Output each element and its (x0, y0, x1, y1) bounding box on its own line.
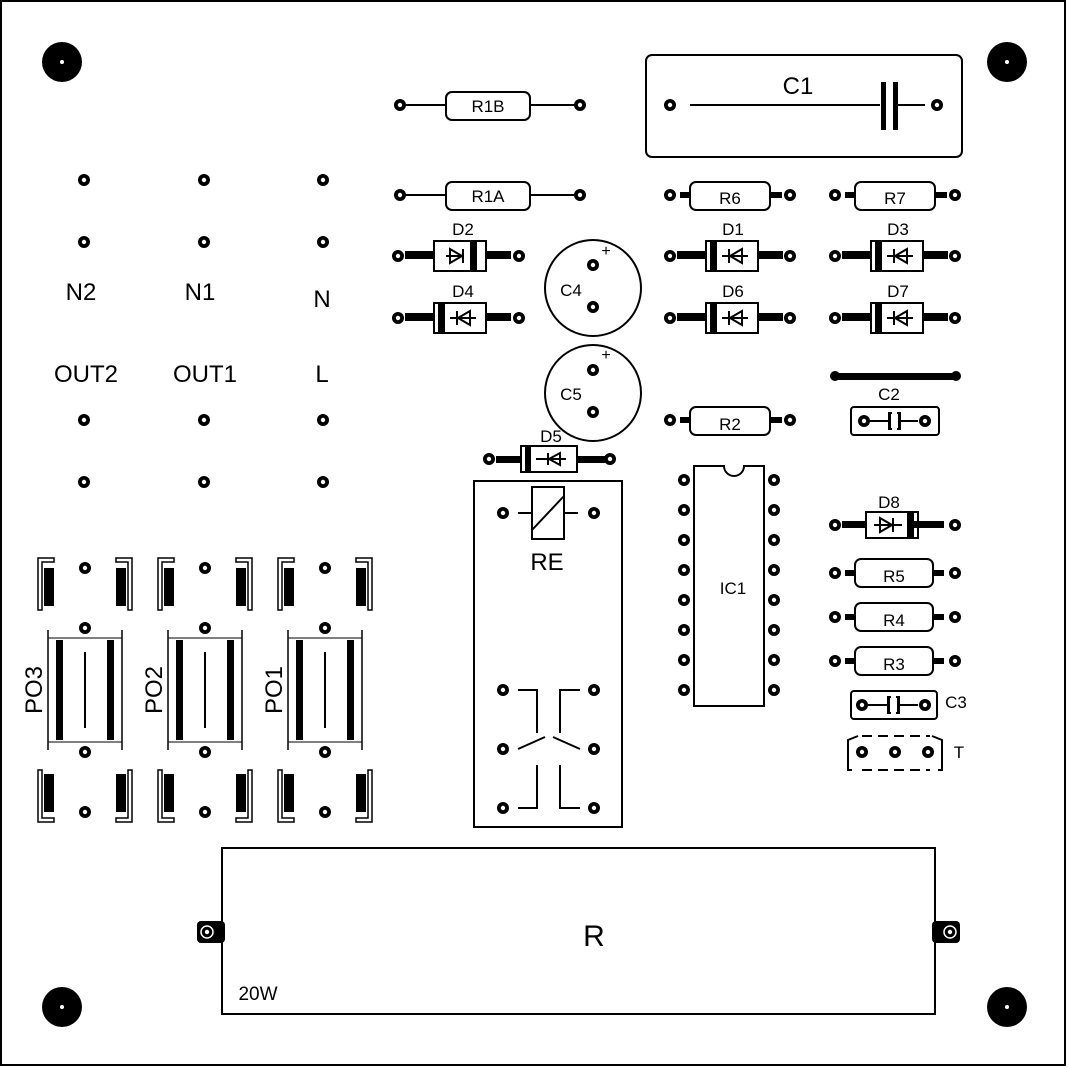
r5-label: R5 (883, 567, 905, 586)
mounting-hole (987, 987, 1027, 1027)
n-label: N (313, 286, 330, 313)
capacitor-c3: C3 (850, 690, 967, 720)
out1-label: OUT1 (173, 361, 237, 388)
resistor-r2: R2 (664, 406, 796, 436)
d4-label: D4 (452, 282, 474, 301)
relay-re: RE (473, 480, 623, 828)
mounting-hole (987, 42, 1027, 82)
capacitor-c4: + C4 (544, 239, 642, 337)
resistor-r6: R6 (664, 181, 796, 211)
mounting-hole (42, 987, 82, 1027)
diode-d1: D1 (664, 220, 796, 272)
l-label: L (315, 361, 328, 388)
diode-d4: D4 (392, 282, 525, 334)
ic1-label: IC1 (720, 579, 746, 598)
re-label: RE (530, 549, 563, 576)
capacitor-c2: C2 (850, 385, 940, 436)
d1-label: D1 (722, 220, 744, 239)
po1-label: PO1 (261, 666, 288, 714)
c2-label: C2 (878, 385, 900, 404)
fuse-holder-po3: PO3 (21, 557, 133, 823)
r1a-label: R1A (471, 187, 505, 206)
d7-label: D7 (887, 282, 909, 301)
d3-label: D3 (887, 220, 909, 239)
fuse-holder-po1: PO1 (261, 557, 373, 823)
capacitor-c5: + C5 (544, 344, 642, 442)
po3-label: PO3 (21, 666, 48, 714)
r2-label: R2 (719, 415, 741, 434)
c5-label: C5 (560, 385, 582, 404)
r7-label: R7 (884, 189, 906, 208)
c3-label: C3 (945, 693, 967, 712)
r-label: R (583, 920, 605, 953)
wire-jumper (830, 371, 961, 381)
mounting-hole (42, 42, 82, 82)
resistor-r7: R7 (829, 181, 961, 211)
d2-label: D2 (452, 220, 474, 239)
po2-label: PO2 (141, 666, 168, 714)
fuse-holder-po2: PO2 (141, 557, 253, 823)
t-label: T (954, 743, 964, 762)
d6-label: D6 (722, 282, 744, 301)
r1b-label: R1B (471, 97, 504, 116)
n1-label: N1 (185, 279, 216, 306)
r6-label: R6 (719, 189, 741, 208)
resistor-r5: R5 (829, 558, 961, 588)
c4-label: C4 (560, 281, 582, 300)
diode-d8: D8 (829, 493, 961, 539)
capacitor-c1: C1 (645, 54, 963, 158)
trimmer-t: T (847, 735, 964, 771)
resistor-r1b: R1B (394, 91, 586, 121)
resistor-r3: R3 (829, 646, 961, 676)
r4-label: R4 (883, 611, 905, 630)
diode-d6: D6 (664, 282, 796, 334)
power-rating-label: 20W (238, 984, 277, 1005)
out2-label: OUT2 (54, 361, 118, 388)
c5-plus: + (601, 347, 610, 364)
diode-d2: D2 (392, 220, 525, 272)
d8-label: D8 (878, 493, 900, 512)
n2-label: N2 (66, 279, 97, 306)
resistor-r4: R4 (829, 602, 961, 632)
r3-label: R3 (883, 655, 905, 674)
c4-plus: + (601, 243, 610, 260)
diode-d3: D3 (829, 220, 961, 272)
resistor-r1a: R1A (394, 181, 586, 211)
chip-ic1: IC1 (678, 465, 780, 707)
c1-label: C1 (783, 73, 814, 100)
diode-d7: D7 (829, 282, 961, 334)
power-resistor-r: R 20W (197, 847, 960, 1015)
d5-label: D5 (540, 427, 562, 446)
diode-d5: D5 (483, 427, 616, 473)
